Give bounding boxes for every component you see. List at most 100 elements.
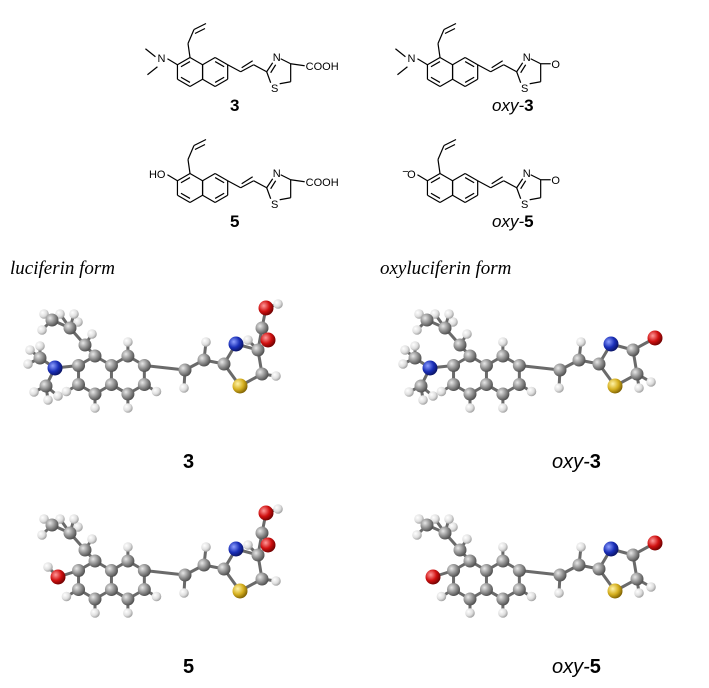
thiazole-s: S (271, 83, 278, 95)
ring-bond (452, 172, 466, 182)
carbon-atom (137, 378, 151, 391)
double-bond-inner (180, 76, 191, 83)
carbon-atom (104, 583, 118, 596)
double-bond-inner (464, 177, 475, 184)
double-bond-inner (214, 76, 225, 83)
double-bond-inner (180, 61, 191, 68)
phenolate-minus: − (402, 166, 408, 178)
carbon-atom (72, 359, 86, 372)
allyl-bond (437, 29, 445, 44)
model-label-5: 5 (183, 656, 195, 678)
allyl-double (444, 143, 456, 151)
carbon-atom (447, 583, 461, 596)
carbon-atom (496, 349, 510, 363)
n-bond (417, 58, 428, 66)
carbon-atom (463, 554, 477, 568)
carbon-atom (45, 518, 59, 532)
allyl-bond (193, 138, 207, 147)
carbon-atom (592, 562, 606, 576)
hydrogen-atom (35, 341, 45, 351)
compound-label-5: 5 (230, 212, 240, 231)
hydrogen-atom (576, 337, 586, 347)
carbon-atom (104, 359, 118, 372)
hydrogen-atom (465, 608, 475, 618)
carbon-atom (512, 359, 526, 372)
ring-bond (214, 78, 228, 88)
carbon-atom (447, 359, 461, 372)
cooh-bond (290, 63, 305, 67)
vinyl-double (491, 176, 503, 185)
hydrogen-atom (448, 317, 458, 327)
ring-bond (529, 81, 541, 85)
carbon-atom (255, 572, 269, 586)
model-oxy-5 (412, 514, 663, 618)
carbon-atom (496, 387, 510, 401)
hydrogen-atom (53, 391, 63, 401)
hydrogen-atom (201, 542, 211, 552)
carbon-atom (78, 543, 92, 557)
ring-bond (279, 197, 291, 201)
carbon-atom (88, 592, 102, 606)
carbon-atom (197, 353, 211, 367)
hydrogen-atom (87, 329, 97, 339)
hydrogen-atom (412, 325, 422, 335)
vinyl-bond (503, 64, 517, 73)
double-bond-inner (180, 177, 191, 184)
model-3 (23, 299, 283, 413)
hydrogen-atom (273, 504, 283, 514)
ring-bond (177, 78, 191, 88)
hydrogen-atom (151, 591, 162, 602)
ring-bond (427, 78, 441, 88)
hydrogen-atom (123, 337, 133, 347)
vinyl-bond (490, 64, 504, 73)
carbon-atom (217, 562, 231, 576)
carbon-atom (197, 558, 211, 572)
carbon-atom (104, 378, 118, 391)
ring-bond (452, 194, 466, 204)
ring-bond (516, 187, 522, 199)
ring-bond (279, 81, 291, 85)
nitrogen-atom (603, 336, 619, 352)
model-label-3: 3 (183, 451, 195, 473)
allyl-bond (193, 22, 207, 31)
allyl-bond (443, 138, 457, 147)
carbon-atom (121, 554, 135, 568)
cooh-bond (290, 179, 305, 183)
vinyl-bond (240, 180, 254, 189)
ring-bond (516, 71, 522, 83)
carbon-atom (479, 378, 493, 391)
ring-bond (202, 194, 216, 204)
methyl-bond (395, 48, 406, 58)
hydrogen-atom (179, 383, 189, 393)
allyl-bond (437, 145, 445, 160)
carbon-atom (463, 387, 477, 401)
thiazole-n: N (523, 52, 531, 64)
hydrogen-atom (498, 403, 508, 413)
oxygen-atom (260, 537, 276, 553)
ring-bond (427, 194, 441, 204)
carbonyl-o: O (551, 59, 560, 71)
nitrogen-atom (422, 360, 438, 376)
carbon-atom (453, 338, 467, 352)
carbon-atom (63, 526, 77, 540)
ring-bond (464, 56, 478, 66)
ring-bond (266, 178, 274, 189)
ring-bond (214, 194, 228, 204)
sulfur-atom (232, 583, 248, 599)
carboxyl-label: COOH (306, 177, 339, 189)
ring-bond (427, 56, 441, 66)
o-bond (167, 174, 178, 182)
ring-bond (177, 194, 191, 204)
ring-bond (202, 172, 216, 182)
hydrogen-atom (412, 530, 422, 540)
double-bond-inner (464, 192, 475, 199)
hydrogen-atom (87, 534, 97, 544)
allyl-bond (187, 29, 195, 44)
ring-bond (530, 58, 541, 65)
cn-double (270, 180, 277, 190)
allyl-bond (187, 145, 195, 160)
cn-double (520, 64, 527, 74)
thiazole-n: N (523, 168, 531, 180)
model-5 (37, 504, 283, 618)
oxygen-atom (50, 569, 66, 585)
